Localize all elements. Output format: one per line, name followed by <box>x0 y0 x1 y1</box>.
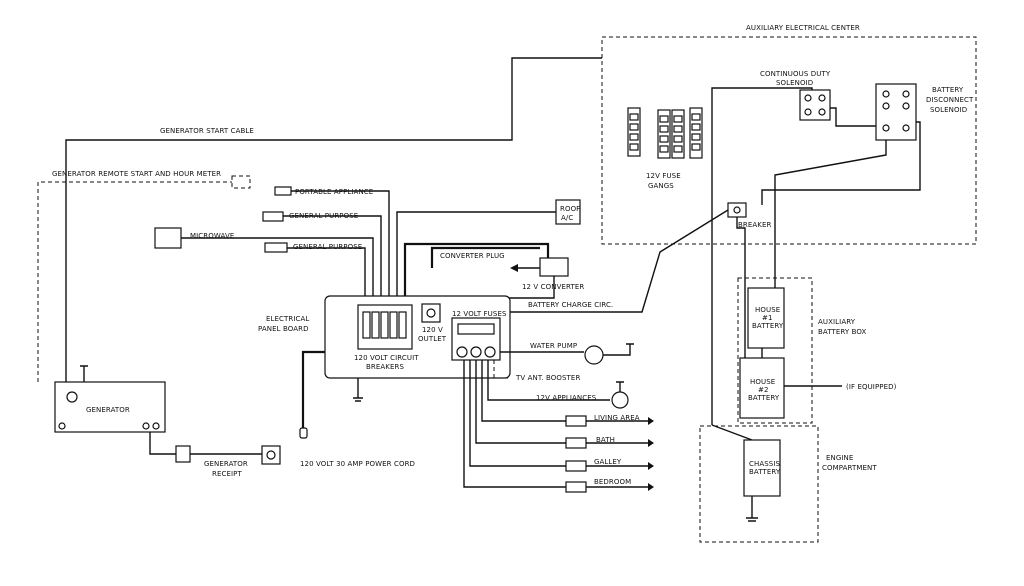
remote-start-meter <box>231 175 251 189</box>
wire-breaker-down <box>736 217 746 380</box>
battery-disconnect-label-3: SOLENOID <box>930 106 967 114</box>
wire-solenoid-link <box>830 107 876 127</box>
continuous-duty-label-2: SOLENOID <box>776 79 813 87</box>
engine-compartment-label-1: ENGINE <box>826 454 853 462</box>
fuses-12v-label: 12 VOLT FUSES <box>452 310 507 318</box>
fuse-gang-3 <box>671 109 685 159</box>
aux-battery-box <box>737 277 813 424</box>
breaker-label: BREAKER <box>738 221 771 229</box>
generator-remote-wire <box>37 181 232 382</box>
fuse-gang-2 <box>657 109 671 159</box>
continuous-duty-solenoid <box>799 89 831 121</box>
roof-ac-label-2: A/C <box>561 214 573 222</box>
if-equipped-label: (IF EQUIPPED) <box>846 383 897 391</box>
generator-start-cable <box>65 57 602 382</box>
engine-compartment <box>699 425 819 543</box>
power-cord-wire <box>301 350 325 428</box>
house2-label-1: HOUSE <box>750 378 775 386</box>
galley-label: GALLEY <box>594 458 622 466</box>
battery-disconnect-solenoid <box>875 83 917 141</box>
generator-receipt-label-1: GENERATOR <box>204 460 248 468</box>
appliances-12v-label: 12V APPLIANCES <box>536 394 597 402</box>
electrical-panel-label-1: ELECTRICAL <box>266 315 309 323</box>
living-area-label: LIVING AREA <box>594 414 640 422</box>
engine-compartment-label-2: COMPARTMENT <box>822 464 877 472</box>
power-cord-label: 120 VOLT 30 AMP POWER CORD <box>300 460 415 468</box>
generator-receipt-label-2: RECEIPT <box>212 470 242 478</box>
continuous-duty-label-1: CONTINUOUS DUTY <box>760 70 831 78</box>
chassis-battery <box>743 439 781 497</box>
aux-battery-box-label-1: AUXILIARY <box>818 318 856 326</box>
house1-label-3: BATTERY <box>752 322 784 330</box>
fuse-gang-4 <box>689 107 703 159</box>
breakers-label-1: 120 VOLT CIRCUIT <box>354 354 419 362</box>
portable-appliance-outlet <box>274 186 292 196</box>
fuse-gangs-label-1: 12V FUSE <box>646 172 681 180</box>
aux-battery-box-label-2: BATTERY BOX <box>818 328 867 336</box>
battery-charge-label: BATTERY CHARGE CIRC. <box>528 301 613 309</box>
bedroom-label: BEDROOM <box>594 478 631 486</box>
water-pump-symbol <box>584 345 604 365</box>
galley-fuse <box>565 460 587 472</box>
wire-disc-to-house <box>774 140 887 288</box>
general-purpose-label-2: GENERAL PURPOSE <box>293 243 362 251</box>
converter-12v-label: 12 V CONVERTER <box>522 283 584 291</box>
microwave-box <box>154 227 182 249</box>
outlet-120v-label-2: OUTLET <box>418 335 447 343</box>
general-purpose-outlet-2 <box>264 242 288 253</box>
tv-booster-label: TV ANT. BOOSTER <box>515 374 580 382</box>
bath-label: BATH <box>596 436 615 444</box>
house2-label-2: #2 <box>758 386 769 394</box>
converter-plug-wire <box>403 242 550 312</box>
bedroom-fuse <box>565 481 587 493</box>
wire-charge-circ <box>505 209 729 313</box>
generator-remote-label: GENERATOR REMOTE START AND HOUR METER <box>52 170 221 178</box>
bath-fuse <box>565 437 587 449</box>
house2-label-3: BATTERY <box>748 394 780 402</box>
electrical-panel-label-2: PANEL BOARD <box>258 325 309 333</box>
appliance-12v-symbol <box>611 391 629 409</box>
converter-12v-box <box>539 257 569 277</box>
living-area-fuse <box>565 415 587 427</box>
generator-cord <box>149 432 176 455</box>
converter-plug-label: CONVERTER PLUG <box>440 252 505 260</box>
portable-appliance-label: PORTABLE APPLIANCE <box>295 188 373 196</box>
water-pump-label: WATER PUMP <box>530 342 577 350</box>
wire-disc-down <box>761 121 921 205</box>
fuse-gangs-label-2: GANGS <box>648 182 674 190</box>
breakers-label-2: BREAKERS <box>366 363 404 371</box>
fuse-gang-1 <box>627 107 641 157</box>
microwave-label: MICROWAVE <box>190 232 234 240</box>
house1-label-2: #1 <box>762 314 773 322</box>
house1-label-1: HOUSE <box>755 306 780 314</box>
chassis-label-1: CHASSIS <box>749 460 780 468</box>
house-battery-1 <box>747 287 785 349</box>
aux-center-boundary <box>601 36 977 245</box>
battery-disconnect-label-2: DISCONNECT <box>926 96 974 104</box>
roof-ac-box <box>555 199 581 225</box>
aux-center-label: AUXILIARY ELECTRICAL CENTER <box>746 24 860 32</box>
battery-disconnect-label-1: BATTERY <box>932 86 964 94</box>
outlet-120v-label-1: 120 V <box>422 326 443 334</box>
generator-label: GENERATOR <box>86 406 130 414</box>
roof-ac-label-1: ROOF <box>560 205 580 213</box>
generator-jbox <box>175 445 191 463</box>
wire-solenoid-to-left <box>711 87 813 425</box>
chassis-label-2: BATTERY <box>749 468 781 476</box>
generator-start-cable-label: GENERATOR START CABLE <box>160 127 254 135</box>
general-purpose-outlet-1 <box>262 211 284 222</box>
